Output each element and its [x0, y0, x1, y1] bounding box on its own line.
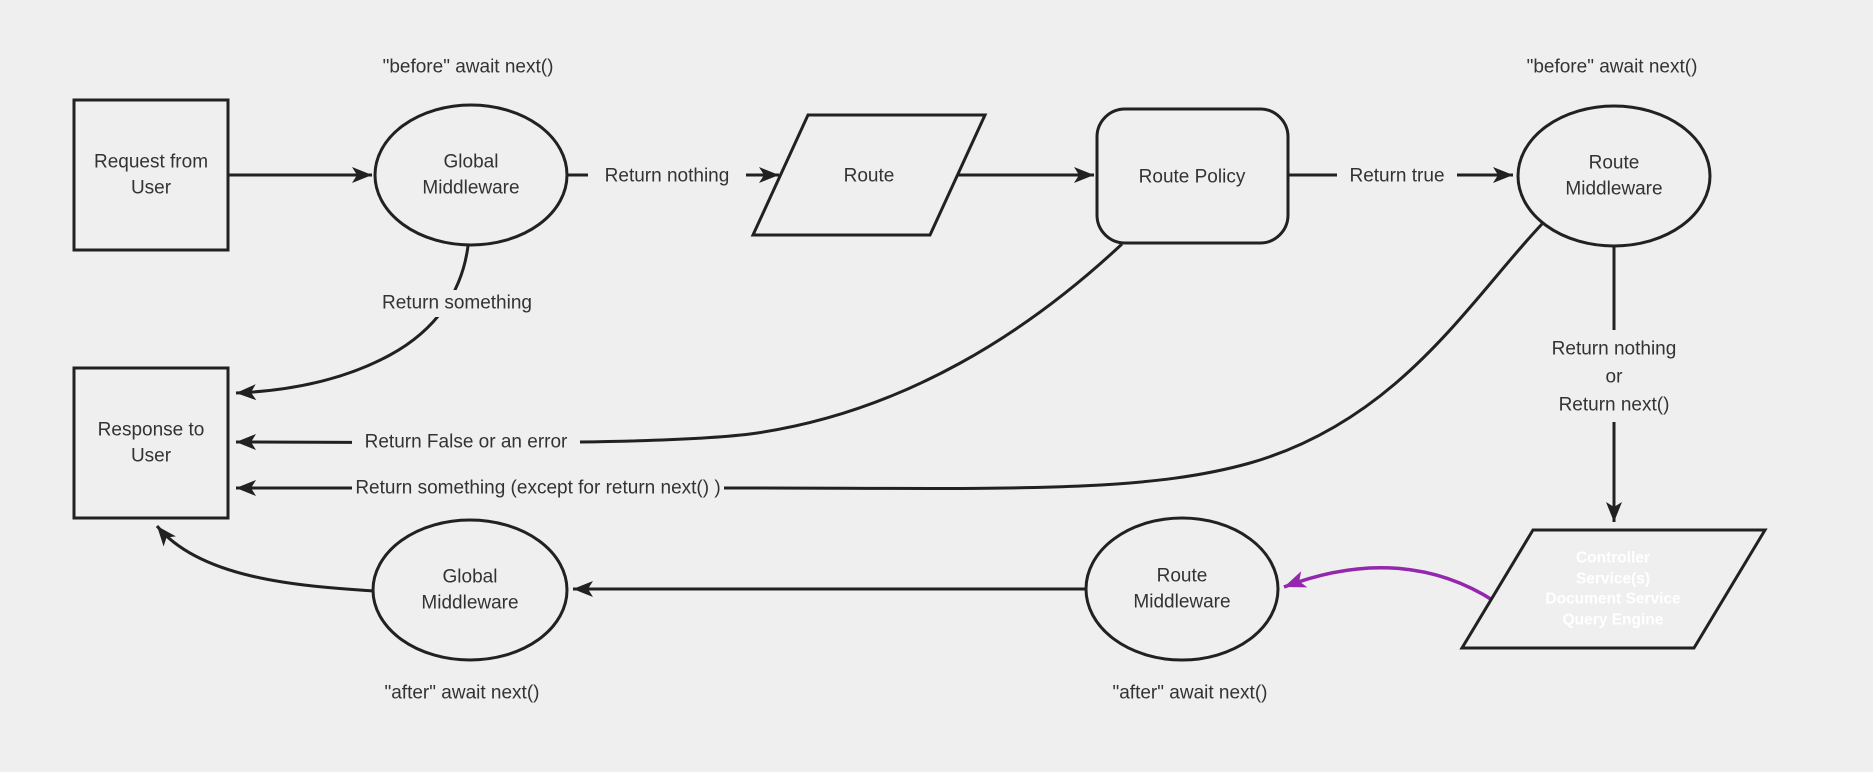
controller-services-label-line1: Controller — [1576, 550, 1650, 567]
route-policy-label: Route Policy — [1139, 167, 1246, 188]
edge-label-return-true: Return true — [1349, 166, 1444, 187]
edge-label-return-nothing-or-line3: Return next() — [1559, 395, 1670, 416]
node-request-from-user: Request from User — [72, 98, 230, 252]
edge-label-return-something: Return something — [382, 293, 532, 314]
route-parallelogram — [750, 113, 988, 237]
node-route-middleware-top: Route Middleware — [1516, 104, 1712, 248]
route-policy-box — [1095, 107, 1290, 245]
controller-services-parallelogram — [1459, 528, 1768, 650]
node-route-policy: Route Policy — [1095, 107, 1290, 245]
route-middleware-top-label-line2: Middleware — [1565, 179, 1662, 200]
edge-route-policy-return-false — [235, 242, 1124, 451]
controller-services-label-line3: Document Service — [1545, 591, 1681, 608]
response-to-user-label-line2: User — [131, 446, 172, 467]
edge-label-return-nothing-or-line2: or — [1606, 367, 1624, 388]
response-to-user-box — [72, 366, 230, 520]
node-route: Route — [750, 113, 988, 237]
node-global-middleware-top: Global Middleware — [373, 103, 569, 247]
edge-label-return-false-error: Return False or an error — [365, 432, 568, 453]
node-route-middleware-bottom: Route Middleware — [1084, 516, 1280, 662]
edge-label-return-nothing: Return nothing — [605, 166, 730, 187]
edge-global-middleware-to-response — [155, 525, 375, 593]
label-mask — [368, 290, 546, 317]
label-mask — [1528, 330, 1700, 422]
label-mask — [352, 428, 580, 455]
edge-label-return-nothing-or-line1: Return nothing — [1552, 339, 1677, 360]
edge-global-middleware-return-something — [235, 245, 470, 401]
node-response-to-user: Response to User — [72, 366, 230, 520]
route-middleware-top-label-line1: Route — [1589, 153, 1640, 174]
global-middleware-top-ellipse — [373, 103, 569, 247]
annotation-before-await-right: "before" await next() — [1527, 57, 1698, 78]
global-middleware-bottom-label-line1: Global — [443, 567, 498, 588]
response-to-user-label-line1: Response to — [98, 420, 205, 441]
label-mask — [588, 162, 746, 189]
node-controller-services: Controller Service(s) Document Service Q… — [1459, 528, 1768, 650]
route-middleware-bottom-label-line1: Route — [1157, 566, 1208, 587]
route-label: Route — [844, 166, 895, 187]
route-middleware-top-ellipse — [1516, 104, 1712, 248]
request-from-user-label-line1: Request from — [94, 152, 208, 173]
label-mask — [1337, 162, 1457, 189]
global-middleware-bottom-label-line2: Middleware — [421, 593, 518, 614]
request-from-user-label-line2: User — [131, 178, 172, 199]
annotation-after-await-left: "after" await next() — [385, 683, 540, 704]
global-middleware-bottom-ellipse — [371, 518, 569, 662]
edge-route-middleware-return-something-except — [236, 222, 1544, 496]
global-middleware-top-label-line1: Global — [444, 152, 499, 173]
annotation-after-await-right: "after" await next() — [1113, 683, 1268, 704]
global-middleware-top-label-line2: Middleware — [422, 178, 519, 199]
controller-services-label-line4: Query Engine — [1563, 612, 1664, 629]
annotation-before-await-left: "before" await next() — [383, 57, 554, 78]
request-from-user-box — [72, 98, 230, 252]
node-global-middleware-bottom: Global Middleware — [371, 518, 569, 662]
route-middleware-bottom-label-line2: Middleware — [1133, 592, 1230, 613]
controller-services-label-line2: Service(s) — [1576, 571, 1650, 588]
label-mask — [352, 474, 724, 501]
edge-controller-to-route-middleware-purple — [1283, 566, 1495, 603]
route-middleware-bottom-ellipse — [1084, 516, 1280, 662]
edge-label-return-something-except: Return something (except for return next… — [355, 478, 720, 499]
